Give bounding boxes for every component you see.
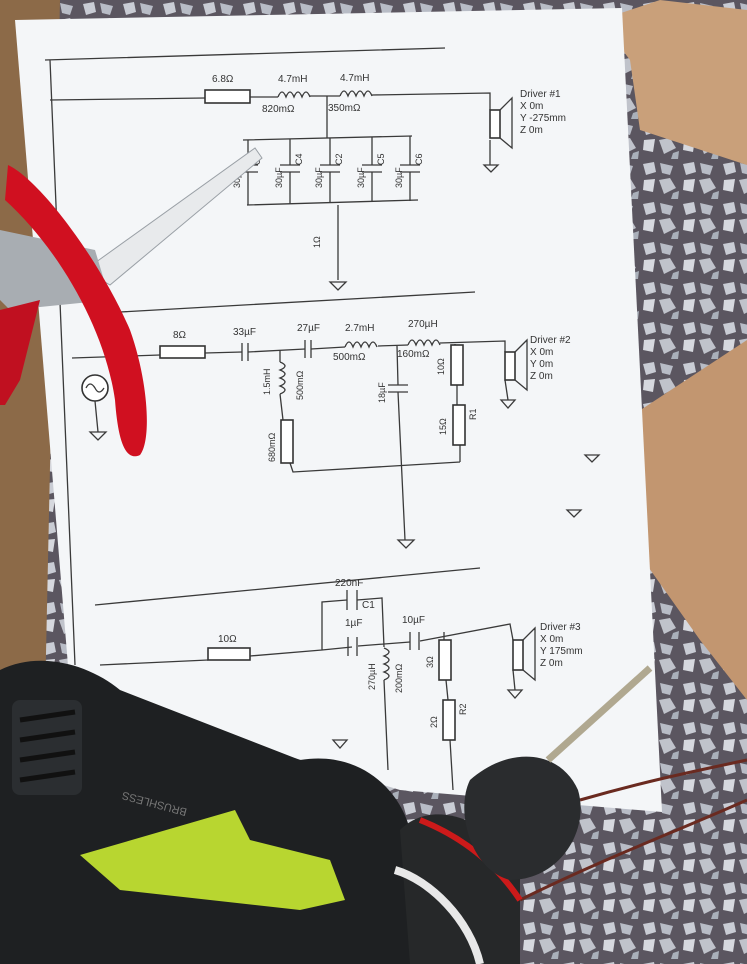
capacitor-name-label: C6 xyxy=(414,153,424,165)
label: 1.5mH xyxy=(262,368,272,395)
speaker-driver-3-icon xyxy=(512,639,524,671)
label: 220nF xyxy=(335,578,363,589)
drill-lime-panel xyxy=(80,810,345,910)
label: 33µF xyxy=(233,327,256,338)
capacitor-name-label: C4 xyxy=(294,153,304,165)
speaker-driver-1-icon xyxy=(489,109,501,139)
label: 1Ω xyxy=(312,236,322,248)
cardboard-top xyxy=(600,0,747,165)
label: Y -275mm xyxy=(520,113,566,124)
cardboard-right xyxy=(610,340,747,700)
capacitor-value-label: 30µF xyxy=(394,167,404,188)
speaker-driver-2-icon xyxy=(504,351,516,381)
capacitor-icon xyxy=(280,139,300,204)
drill-bit xyxy=(545,665,653,763)
driver-2-title: Driver #2 xyxy=(530,335,571,346)
label: 270µH xyxy=(408,319,438,330)
label: 2.7mH xyxy=(345,323,374,334)
label: 160mΩ xyxy=(397,349,430,360)
label: Z 0m xyxy=(540,658,563,669)
label: 10Ω xyxy=(218,634,237,645)
resistor-r1-15ohm xyxy=(452,404,466,446)
pliers xyxy=(0,147,263,457)
label: 350mΩ xyxy=(328,103,361,114)
label: Y 0m xyxy=(530,359,553,370)
circuit-section-1: 6.8Ω 4.7mH 820mΩ 4.7mH 350mΩ 30µFC330µFC… xyxy=(44,47,566,666)
inductor-icon xyxy=(339,90,373,98)
capacitor-value-label: 30µF xyxy=(314,167,324,188)
capacitor-value-label: 30µF xyxy=(274,167,284,188)
label: Y 175mm xyxy=(540,646,583,657)
label: C1 xyxy=(362,600,375,611)
inductor-icon xyxy=(277,91,311,99)
resistor-680mohm xyxy=(280,419,294,464)
resistor-r2-2ohm xyxy=(442,699,456,741)
label: X 0m xyxy=(520,101,543,112)
label: 10Ω xyxy=(436,358,446,375)
label: 15Ω xyxy=(438,418,448,435)
label: X 0m xyxy=(540,634,563,645)
label: 820mΩ xyxy=(262,104,295,115)
label: R2 xyxy=(458,703,468,715)
circuit-section-3: 220nF C1 1µF 10µF 10Ω 270µH 200mΩ 3Ω 2Ω … xyxy=(94,567,583,791)
label: 2Ω xyxy=(429,716,439,728)
capacitor-icon xyxy=(320,138,340,203)
resistor-3ohm xyxy=(438,639,452,681)
plier-handle-red xyxy=(5,165,147,457)
capacitor-icon xyxy=(400,136,420,201)
label: 270µH xyxy=(367,663,377,690)
label: 500mΩ xyxy=(295,370,305,400)
resistor-6.8ohm xyxy=(204,89,251,104)
resistor-10ohm xyxy=(450,344,464,386)
label: 200mΩ xyxy=(394,663,404,693)
label: 500mΩ xyxy=(333,352,366,363)
label: R1 xyxy=(468,408,478,420)
driver-1-title: Driver #1 xyxy=(520,89,561,100)
label: 8Ω xyxy=(173,330,187,341)
capacitor-value-label: 30µF xyxy=(356,167,366,188)
driver-3-title: Driver #3 xyxy=(540,622,581,633)
circuit-section-2: 8Ω 33µF 27µF 2.7mH 500mΩ 270µH 160mΩ 1.5… xyxy=(71,291,601,549)
resistor-10ohm xyxy=(207,647,251,661)
label: 18µF xyxy=(377,382,387,403)
capacitor-name-label: C5 xyxy=(376,153,386,165)
red-wire xyxy=(519,758,747,902)
label: 4.7mH xyxy=(278,74,307,85)
label: 3Ω xyxy=(425,656,435,668)
plier-handle-red-2 xyxy=(0,300,40,405)
label: 10µF xyxy=(402,615,425,626)
capacitor-icon xyxy=(362,137,382,202)
label: 1µF xyxy=(345,618,362,629)
capacitor-name-label: C2 xyxy=(334,153,344,165)
label: 27µF xyxy=(297,323,320,334)
label: Z 0m xyxy=(530,371,553,382)
label: X 0m xyxy=(530,347,553,358)
drill-chuck xyxy=(464,756,581,880)
label: 4.7mH xyxy=(340,73,369,84)
label: 680mΩ xyxy=(267,432,277,462)
label: 6.8Ω xyxy=(212,74,234,85)
resistor-8ohm xyxy=(159,345,206,359)
cordless-drill: BRUSHLESS xyxy=(0,660,653,964)
label: Z 0m xyxy=(520,125,543,136)
